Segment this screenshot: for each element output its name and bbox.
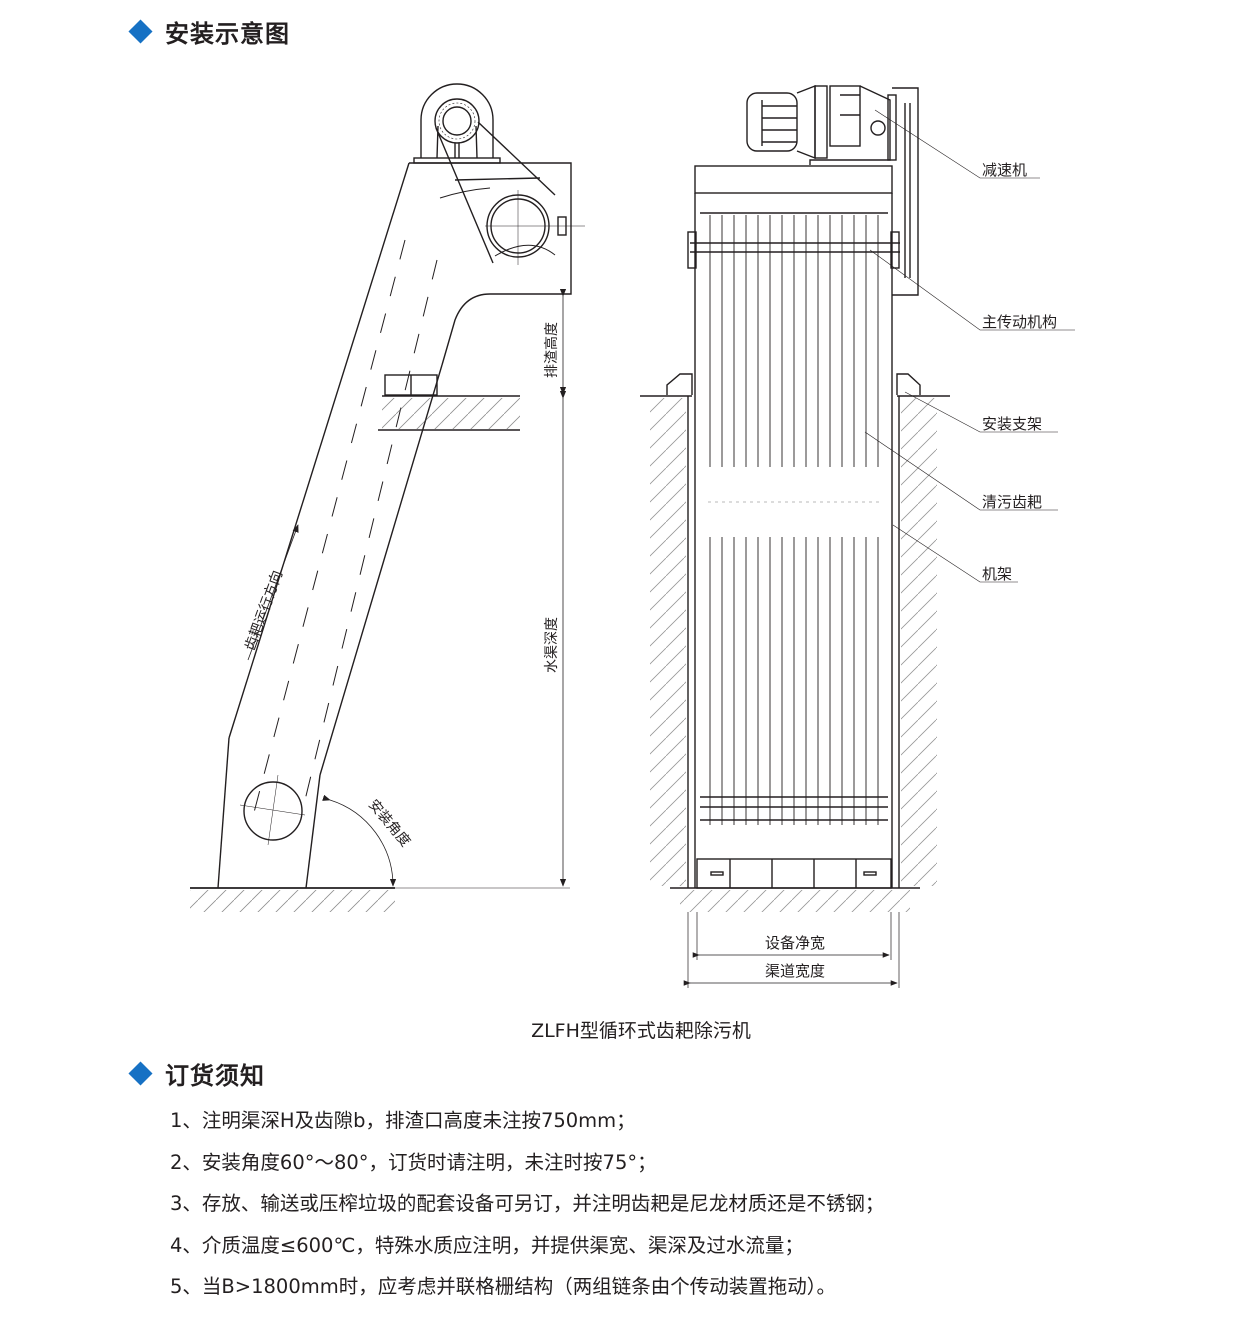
diamond-bullet-icon: [128, 1061, 153, 1086]
label-channel-width: 渠道宽度: [765, 962, 825, 980]
diamond-bullet-icon: [128, 19, 153, 44]
label-install-angle: 安装角度: [365, 797, 413, 850]
note-item: 5、当B>1800mm时，应考虑并联格栅结构（两组链条由个传动装置拖动）。: [170, 1275, 836, 1298]
drawing-caption: ZLFH型循环式齿耙除污机: [531, 1020, 751, 1042]
installation-drawing: 排渣高度 水渠深度 齿耙运行方向 安装角度: [190, 83, 1075, 988]
section-title: 安装示意图: [165, 20, 290, 48]
callout-frame: 机架: [982, 565, 1012, 583]
section-heading-installation: 安装示意图: [128, 14, 290, 49]
callout-reducer: 减速机: [982, 161, 1027, 179]
label-discharge-height: 排渣高度: [543, 322, 560, 378]
note-item: 1、注明渠深H及齿隙b，排渣口高度未注按750mm；: [170, 1109, 636, 1132]
note-item: 2、安装角度60°～80°，订货时请注明，未注时按75°；: [170, 1150, 657, 1174]
ordering-notes-list: 1、注明渠深H及齿隙b，排渣口高度未注按750mm； 2、安装角度60°～80°…: [170, 1100, 884, 1308]
callout-mount-bracket: 安装支架: [982, 415, 1042, 433]
side-view: [190, 83, 585, 889]
label-rake-direction: 齿耙运行方向: [242, 568, 286, 652]
label-channel-depth: 水渠深度: [544, 617, 560, 673]
note-item: 4、介质温度≤600℃，特殊水质应注明，并提供渠宽、渠深及过水流量；: [170, 1233, 804, 1257]
section-title: 订货须知: [165, 1062, 265, 1090]
label-equipment-width: 设备净宽: [765, 934, 825, 952]
front-view: [640, 84, 950, 889]
note-item: 3、存放、输送或压榨垃圾的配套设备可另订，并注明齿耙是尼龙材质还是不锈钢；: [170, 1192, 885, 1215]
section-heading-ordering: 订货须知: [128, 1056, 265, 1091]
callout-cleaning-rake: 清污齿耙: [982, 493, 1042, 511]
callout-main-drive: 主传动机构: [982, 313, 1057, 331]
